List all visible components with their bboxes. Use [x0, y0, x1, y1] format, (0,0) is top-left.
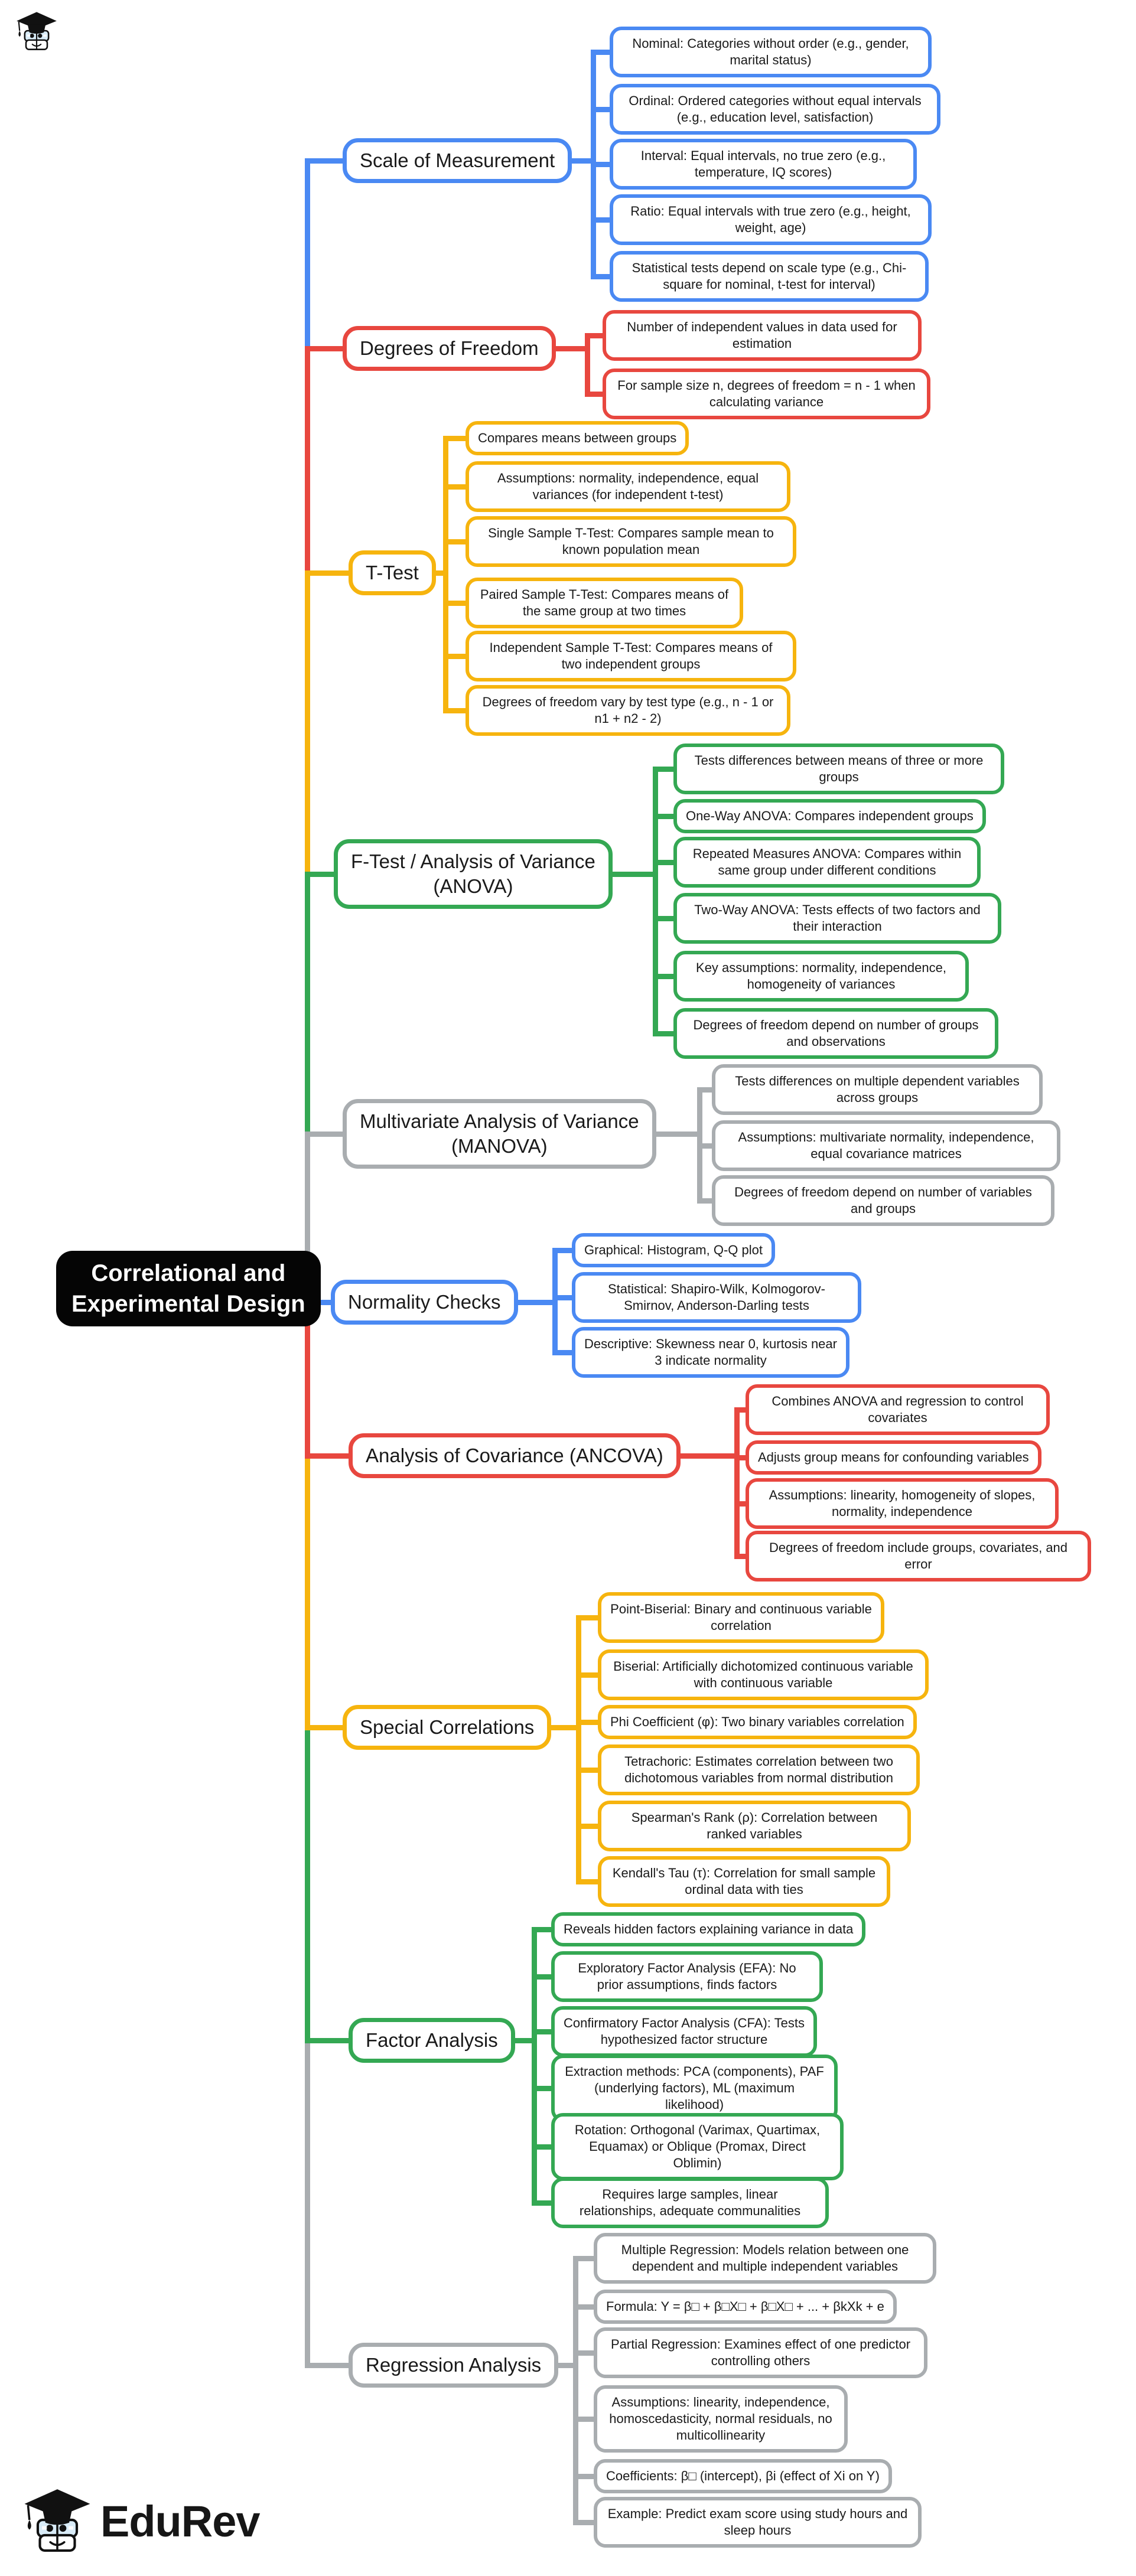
leaf-node[interactable]: Two-Way ANOVA: Tests effects of two fact…: [673, 893, 1001, 944]
branch-subtrunk: [532, 1927, 537, 2206]
trunk-segment: [305, 874, 310, 1134]
leaf-node[interactable]: Statistical tests depend on scale type (…: [610, 251, 929, 302]
leaf-node[interactable]: Point-Biserial: Binary and continuous va…: [598, 1592, 884, 1643]
leaf-node[interactable]: Exploratory Factor Analysis (EFA): No pr…: [551, 1951, 823, 2002]
leaf-node[interactable]: Requires large samples, linear relations…: [551, 2177, 829, 2228]
leaf-node[interactable]: Example: Predict exam score using study …: [594, 2497, 922, 2548]
leaf-node[interactable]: One-Way ANOVA: Compares independent grou…: [673, 799, 986, 833]
leaf-node[interactable]: Assumptions: linearity, homogeneity of s…: [746, 1478, 1059, 1529]
leaf-node[interactable]: Adjusts group means for confounding vari…: [746, 1440, 1041, 1475]
leaf-node[interactable]: Coefficients: β□ (intercept), βi (effect…: [594, 2459, 892, 2493]
branch-subtrunk: [576, 1615, 581, 1884]
branch-label[interactable]: F-Test / Analysis of Variance (ANOVA): [334, 839, 613, 909]
branch-label[interactable]: Multivariate Analysis of Variance (MANOV…: [343, 1099, 656, 1169]
leaf-node[interactable]: Confirmatory Factor Analysis (CFA): Test…: [551, 2006, 817, 2057]
leaf-node[interactable]: Repeated Measures ANOVA: Compares within…: [673, 837, 981, 888]
leaf-node[interactable]: Assumptions: multivariate normality, ind…: [712, 1120, 1060, 1171]
trunk-segment: [305, 158, 310, 348]
edurev-mascot-icon: [22, 2485, 92, 2558]
leaf-node[interactable]: Ratio: Equal intervals with true zero (e…: [610, 194, 932, 245]
leaf-node[interactable]: Reveals hidden factors explaining varian…: [551, 1912, 866, 1946]
leaf-node[interactable]: Rotation: Orthogonal (Varimax, Quartimax…: [551, 2113, 844, 2180]
edurev-logo-text: EduRev: [100, 2497, 261, 2546]
trunk-segment: [305, 573, 310, 874]
branch-subtrunk: [585, 333, 590, 397]
branch-subtrunk: [734, 1407, 740, 1559]
leaf-node[interactable]: Ordinal: Ordered categories without equa…: [610, 84, 940, 135]
branch-label[interactable]: Regression Analysis: [349, 2343, 559, 2388]
leaf-node[interactable]: Extraction methods: PCA (components), PA…: [551, 2055, 838, 2122]
trunk-segment: [305, 1134, 310, 1291]
leaf-node[interactable]: Graphical: Histogram, Q-Q plot: [572, 1233, 775, 1267]
trunk-segment: [305, 1305, 310, 1456]
branch-subtrunk: [573, 2256, 578, 2525]
branch-label[interactable]: Degrees of Freedom: [343, 326, 556, 371]
leaf-node[interactable]: Nominal: Categories without order (e.g.,…: [610, 27, 932, 77]
leaf-node[interactable]: Number of independent values in data use…: [603, 310, 922, 361]
leaf-node[interactable]: Assumptions: linearity, independence, ho…: [594, 2385, 848, 2453]
trunk-segment: [305, 1727, 310, 2040]
leaf-node[interactable]: Tetrachoric: Estimates correlation betwe…: [598, 1744, 920, 1795]
branch-label[interactable]: Factor Analysis: [349, 2018, 515, 2063]
branch-subtrunk: [443, 436, 448, 713]
leaf-node[interactable]: Partial Regression: Examines effect of o…: [594, 2327, 927, 2378]
leaf-node[interactable]: Degrees of freedom depend on number of g…: [673, 1008, 998, 1059]
trunk-segment: [305, 348, 310, 573]
leaf-node[interactable]: Biserial: Artificially dichotomized cont…: [598, 1649, 929, 1700]
branch-label[interactable]: Normality Checks: [331, 1280, 518, 1325]
leaf-node[interactable]: Kendall's Tau (τ): Correlation for small…: [598, 1856, 890, 1907]
branch-subtrunk: [653, 767, 658, 1036]
leaf-node[interactable]: Spearman's Rank (ρ): Correlation between…: [598, 1801, 911, 1851]
leaf-node[interactable]: Multiple Regression: Models relation bet…: [594, 2233, 936, 2284]
leaf-node[interactable]: Tests differences between means of three…: [673, 744, 1004, 794]
edurev-mascot-icon: [15, 9, 58, 55]
leaf-node[interactable]: Tests differences on multiple dependent …: [712, 1064, 1043, 1115]
leaf-node[interactable]: Paired Sample T-Test: Compares means of …: [466, 578, 743, 628]
leaf-node[interactable]: Key assumptions: normality, independence…: [673, 951, 969, 1002]
leaf-node[interactable]: For sample size n, degrees of freedom = …: [603, 369, 930, 419]
trunk-segment: [305, 2040, 310, 2368]
leaf-node[interactable]: Phi Coefficient (φ): Two binary variable…: [598, 1705, 917, 1739]
leaf-node[interactable]: Independent Sample T-Test: Compares mean…: [466, 631, 796, 682]
leaf-node[interactable]: Degrees of freedom include groups, covar…: [746, 1531, 1091, 1582]
leaf-node[interactable]: Formula: Y = β□ + β□X□ + β□X□ + ... + βk…: [594, 2290, 897, 2324]
central-topic[interactable]: Correlational and Experimental Design: [56, 1251, 321, 1326]
branch-subtrunk: [552, 1248, 558, 1355]
branch-label[interactable]: Analysis of Covariance (ANCOVA): [349, 1433, 681, 1478]
leaf-node[interactable]: Statistical: Shapiro-Wilk, Kolmogorov-Sm…: [572, 1272, 861, 1323]
leaf-node[interactable]: Combines ANOVA and regression to control…: [746, 1384, 1050, 1435]
leaf-node[interactable]: Descriptive: Skewness near 0, kurtosis n…: [572, 1327, 849, 1378]
trunk-segment: [305, 1456, 310, 1727]
leaf-node[interactable]: Assumptions: normality, independence, eq…: [466, 461, 790, 512]
leaf-node[interactable]: Single Sample T-Test: Compares sample me…: [466, 516, 796, 567]
leaf-node[interactable]: Compares means between groups: [466, 421, 689, 455]
branch-label[interactable]: T-Test: [349, 550, 436, 595]
branch-label[interactable]: Scale of Measurement: [343, 138, 572, 183]
edurev-logo[interactable]: EduRev: [22, 2485, 261, 2558]
leaf-node[interactable]: Interval: Equal intervals, no true zero …: [610, 139, 917, 190]
leaf-node[interactable]: Degrees of freedom vary by test type (e.…: [466, 685, 790, 736]
leaf-node[interactable]: Degrees of freedom depend on number of v…: [712, 1175, 1054, 1226]
branch-label[interactable]: Special Correlations: [343, 1705, 552, 1750]
